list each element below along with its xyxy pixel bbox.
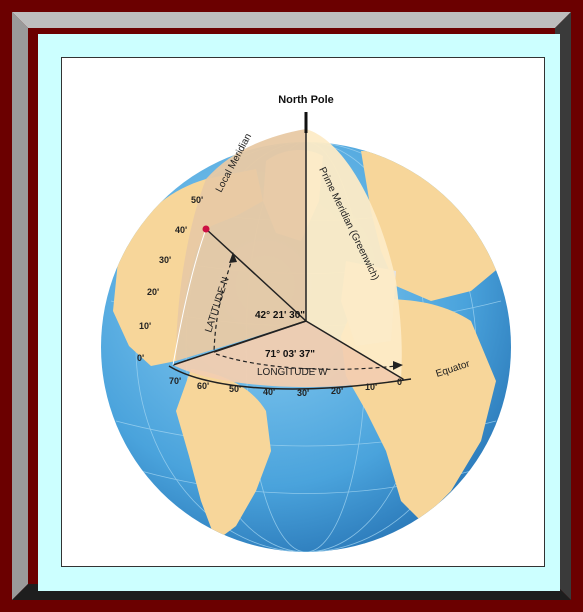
lat-tick-0: 0' bbox=[137, 353, 144, 363]
longitude-arrow bbox=[393, 361, 403, 370]
lat-tick-30: 30' bbox=[159, 255, 171, 265]
lon-tick-70: 70' bbox=[169, 376, 181, 386]
lon-tick-40: 40' bbox=[263, 387, 275, 397]
globe-diagram: North Pole Local Meridian Prime Meridian… bbox=[101, 94, 511, 552]
north-pole-label: North Pole bbox=[278, 94, 334, 106]
longitude-label: LONGITUDE W bbox=[257, 367, 328, 378]
lon-tick-10: 10' bbox=[365, 382, 377, 392]
equator-arc bbox=[168, 365, 412, 390]
local-meridian-arc bbox=[172, 228, 207, 366]
lon-tick-30: 30' bbox=[297, 388, 309, 398]
lat-tick-50: 50' bbox=[191, 195, 203, 205]
lat-tick-10: 10' bbox=[139, 321, 151, 331]
lon-tick-20: 20' bbox=[331, 386, 343, 396]
latitude-value: 42° 21' 30" bbox=[255, 310, 305, 321]
lon-tick-50: 50' bbox=[229, 384, 241, 394]
local-meridian-plane bbox=[176, 129, 306, 361]
bevel-top bbox=[12, 12, 571, 28]
location-marker bbox=[202, 225, 210, 233]
bevel-left bbox=[12, 12, 28, 600]
latitude-arrow bbox=[229, 252, 237, 263]
latitude-angle-arc bbox=[213, 256, 234, 353]
land-south-america bbox=[176, 369, 271, 541]
radius-local bbox=[205, 228, 307, 322]
lon-tick-60: 60' bbox=[197, 381, 209, 391]
prime-meridian-plane bbox=[306, 129, 402, 379]
lat-tick-40: 40' bbox=[175, 225, 187, 235]
land-europe bbox=[361, 151, 501, 301]
radius-equator-prime bbox=[305, 320, 404, 380]
longitude-angle-arc bbox=[215, 353, 397, 370]
longitude-value: 71° 03' 37" bbox=[265, 349, 315, 360]
radius-point bbox=[213, 320, 307, 353]
lat-tick-20: 20' bbox=[147, 287, 159, 297]
equator-plane bbox=[173, 321, 403, 388]
figure-box: North Pole Local Meridian Prime Meridian… bbox=[61, 57, 545, 567]
lon-tick-0: 0' bbox=[397, 377, 404, 387]
